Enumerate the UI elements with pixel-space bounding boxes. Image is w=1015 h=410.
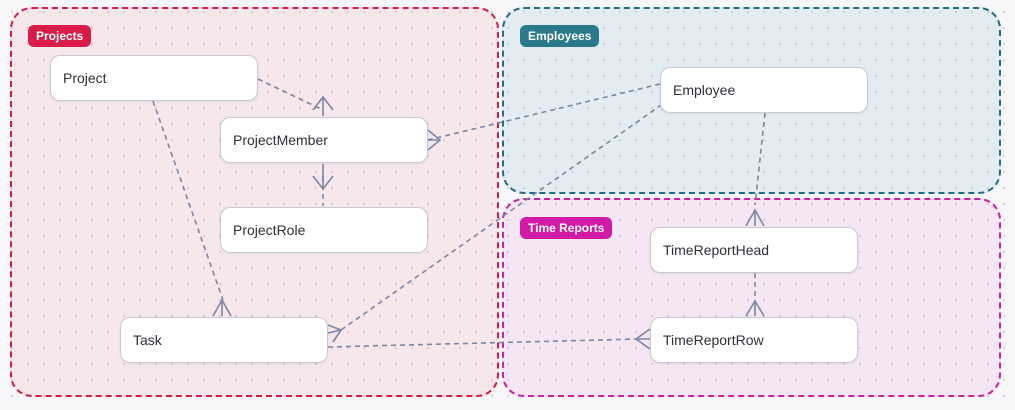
crow-foot-task-top	[212, 298, 232, 317]
edge-employee-timereporthead	[754, 112, 766, 206]
entity-label: Employee	[673, 82, 736, 98]
entity-employee[interactable]: Employee	[660, 67, 868, 113]
edge-employee-projectmember	[427, 83, 661, 141]
entity-label: Project	[63, 70, 107, 86]
crow-foot-projectmember-top	[312, 95, 334, 116]
entity-task[interactable]: Task	[120, 317, 328, 363]
edge-project-task	[152, 100, 224, 301]
edge-task-timereportrow	[327, 338, 639, 348]
entity-time-report-row[interactable]: TimeReportRow	[650, 317, 858, 363]
group-label-projects: Projects	[28, 25, 92, 47]
group-label-employees: Employees	[520, 25, 600, 47]
crow-foot-projectmember-bottom	[312, 164, 334, 191]
entity-label: ProjectRole	[233, 222, 306, 238]
entity-label: TimeReportHead	[663, 242, 770, 258]
entity-project-member[interactable]: ProjectMember	[220, 117, 428, 163]
entity-project[interactable]: Project	[50, 55, 258, 101]
crow-foot-timereportrow-top	[745, 299, 765, 317]
entity-label: ProjectMember	[233, 132, 328, 148]
edge-project-projectmember	[257, 78, 324, 111]
crow-foot-timereporthead-top	[745, 208, 765, 227]
entity-project-role[interactable]: ProjectRole	[220, 207, 428, 253]
entity-label: TimeReportRow	[663, 332, 764, 348]
edge-employee-task	[340, 88, 685, 331]
entity-label: Task	[133, 332, 162, 348]
entity-time-report-head[interactable]: TimeReportHead	[650, 227, 858, 273]
crow-foot-timereportrow-left	[634, 328, 651, 350]
crow-foot-projectmember-right	[427, 129, 442, 151]
crow-foot-task-right	[327, 324, 343, 343]
group-label-time-reports: Time Reports	[520, 217, 613, 239]
